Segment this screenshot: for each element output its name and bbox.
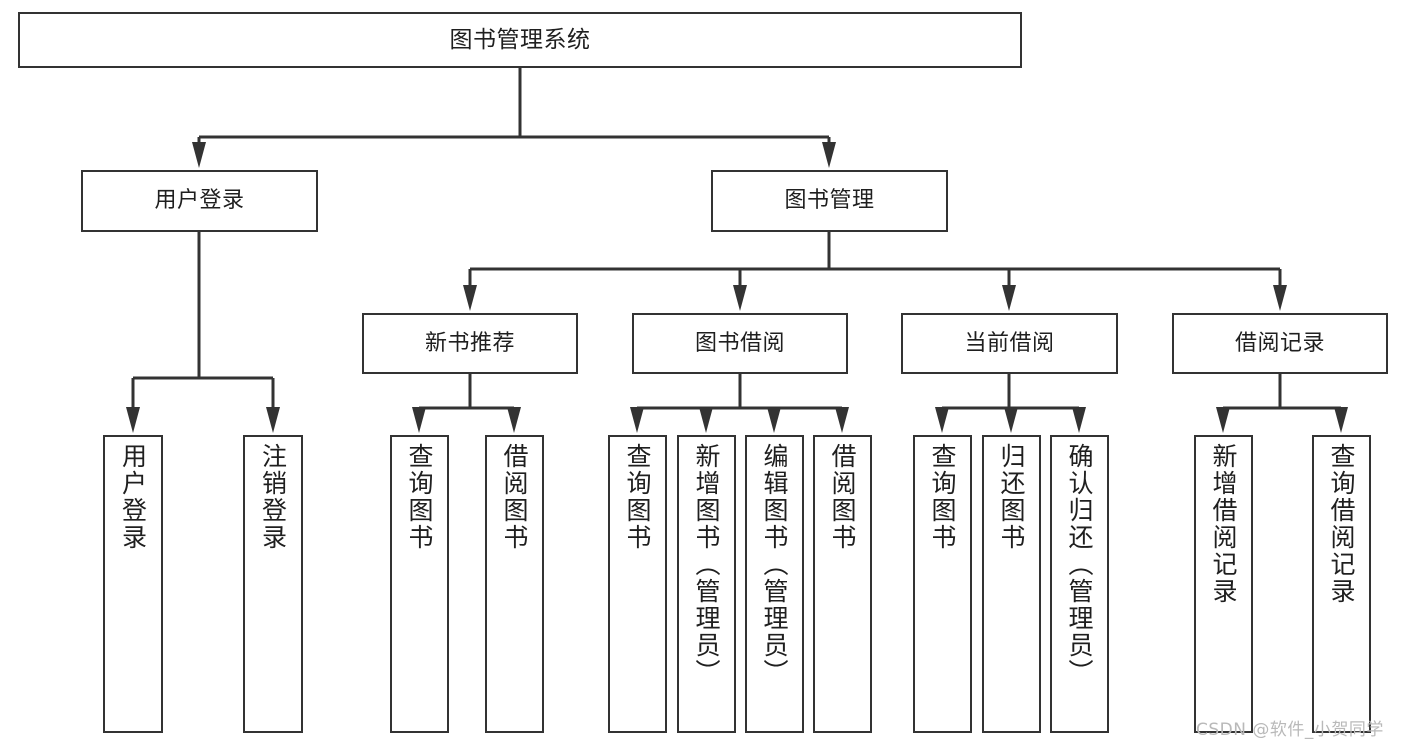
node-root[interactable]: 图书管理系统: [18, 12, 1022, 68]
node-label: 确认归还（管理员）: [1065, 443, 1094, 686]
node-leaf-query-book-2[interactable]: 查询图书: [608, 435, 667, 733]
node-current-borrow[interactable]: 当前借阅: [901, 313, 1118, 374]
node-label: 新书推荐: [424, 330, 515, 356]
node-label: 注销登录: [258, 443, 288, 551]
node-label: 查询图书: [623, 443, 652, 551]
node-label: 编辑图书（管理员）: [760, 443, 789, 686]
node-label: 用户登录: [118, 443, 148, 551]
node-user-login[interactable]: 用户登录: [81, 170, 318, 232]
node-label: 图书管理系统: [449, 26, 591, 53]
node-leaf-add-record[interactable]: 新增借阅记录: [1194, 435, 1253, 733]
node-label: 新增图书（管理员）: [692, 443, 721, 686]
node-label: 归还图书: [997, 443, 1026, 551]
node-label: 借阅记录: [1234, 330, 1325, 356]
node-book-manage[interactable]: 图书管理: [711, 170, 948, 232]
node-label: 用户登录: [154, 188, 245, 213]
node-leaf-edit-book[interactable]: 编辑图书（管理员）: [745, 435, 804, 733]
node-leaf-confirm-return[interactable]: 确认归还（管理员）: [1050, 435, 1109, 733]
node-leaf-user-login[interactable]: 用户登录: [103, 435, 163, 733]
node-label: 查询借阅记录: [1327, 443, 1356, 605]
node-label: 新增借阅记录: [1209, 443, 1238, 605]
node-label: 借阅图书: [500, 443, 529, 551]
node-leaf-query-record[interactable]: 查询借阅记录: [1312, 435, 1371, 733]
node-leaf-query-book-3[interactable]: 查询图书: [913, 435, 972, 733]
node-leaf-borrow-book-2[interactable]: 借阅图书: [813, 435, 872, 733]
node-leaf-query-book-1[interactable]: 查询图书: [390, 435, 449, 733]
node-leaf-return-book[interactable]: 归还图书: [982, 435, 1041, 733]
watermark: CSDN @软件_小贺同学: [1196, 720, 1384, 740]
node-label: 图书借阅: [694, 330, 785, 356]
node-leaf-borrow-book-1[interactable]: 借阅图书: [485, 435, 544, 733]
node-leaf-add-book[interactable]: 新增图书（管理员）: [677, 435, 736, 733]
node-label: 当前借阅: [964, 330, 1055, 356]
node-new-book-recommend[interactable]: 新书推荐: [362, 313, 578, 374]
node-label: 查询图书: [405, 443, 434, 551]
node-leaf-logout[interactable]: 注销登录: [243, 435, 303, 733]
node-borrow-record[interactable]: 借阅记录: [1172, 313, 1388, 374]
node-label: 查询图书: [928, 443, 957, 551]
node-label: 借阅图书: [828, 443, 857, 551]
node-book-borrow[interactable]: 图书借阅: [632, 313, 848, 374]
node-label: 图书管理: [784, 188, 875, 213]
